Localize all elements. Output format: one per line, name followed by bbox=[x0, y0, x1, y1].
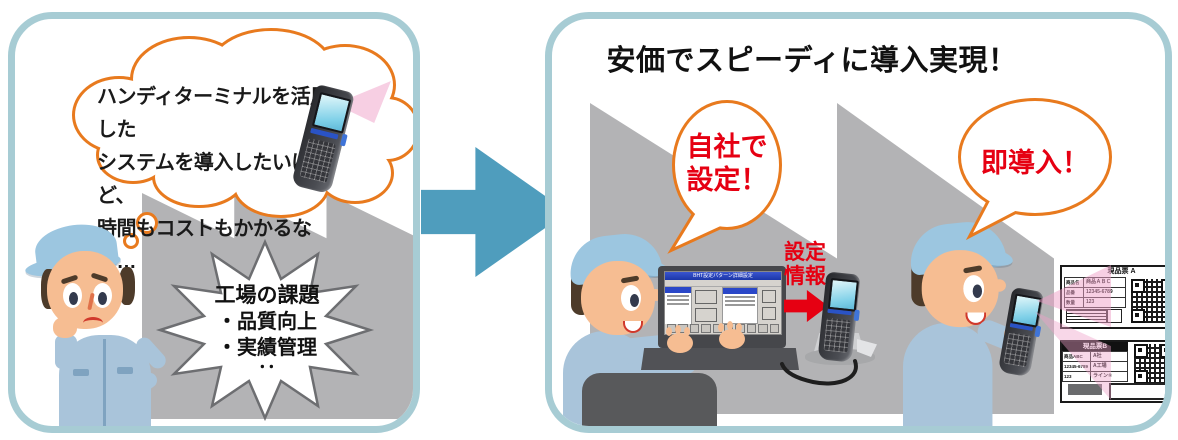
ticket-b-title: 現品票B bbox=[1062, 342, 1128, 351]
usb-cable bbox=[780, 359, 858, 386]
laptop-keyboard bbox=[641, 348, 799, 370]
frown-mouth bbox=[83, 317, 103, 329]
eye bbox=[63, 283, 82, 308]
config-info-line: 設定 bbox=[784, 241, 826, 264]
ticket-cell: ライン① bbox=[1093, 373, 1113, 379]
starburst-ellipsis: ： bbox=[257, 362, 277, 380]
bubble-line: 設定！ bbox=[686, 165, 768, 195]
pocket bbox=[73, 369, 89, 376]
ticket-cell: 12345-6789 bbox=[1086, 289, 1113, 295]
starburst-text: 工場の課題 ・品質向上 ・実績管理 ： bbox=[167, 283, 367, 381]
finger bbox=[736, 323, 742, 332]
hand bbox=[667, 333, 693, 353]
finger bbox=[727, 321, 733, 330]
ticket-cell: 商品ABC bbox=[1063, 352, 1091, 361]
ticket-cell: 品番 bbox=[1065, 288, 1084, 297]
finger bbox=[666, 327, 672, 336]
app-panel-far bbox=[758, 287, 781, 324]
thought-line: ハンディターミナルを活用した bbox=[97, 86, 330, 141]
finger bbox=[684, 327, 690, 336]
gray-block bbox=[1068, 384, 1102, 395]
app-content bbox=[665, 287, 781, 324]
app-menubar bbox=[665, 280, 781, 287]
hand bbox=[719, 329, 745, 349]
panel-title: 安価でスピーディに導入実現！ bbox=[606, 45, 1018, 77]
ticket-cell: 123 bbox=[1086, 299, 1095, 305]
sleeve bbox=[55, 335, 77, 369]
empty-box bbox=[1109, 383, 1165, 400]
hair bbox=[119, 267, 135, 305]
qr-code-icon bbox=[1131, 279, 1165, 323]
zipper bbox=[103, 339, 106, 426]
barcode-quiet-zone bbox=[1106, 309, 1122, 323]
config-info-line: 情報 bbox=[784, 265, 826, 288]
cradle-foot bbox=[857, 339, 877, 357]
ticket-cell: 商品名 bbox=[1065, 278, 1084, 287]
starburst-item: ・品質向上 bbox=[217, 311, 317, 333]
bubble-self-setup-text: 自社で 設定！ bbox=[677, 131, 777, 197]
pocket bbox=[117, 367, 133, 374]
right-panel-after: 安価でスピーディに導入実現！ BHT設定パターン詳細設定 bbox=[545, 12, 1172, 433]
ticket-cell: 123 bbox=[1063, 372, 1091, 381]
starburst-shape bbox=[155, 238, 375, 422]
thought-text: ハンディターミナルを活用した システムを導入したいけど、 時間もコストもかかるな… bbox=[97, 81, 332, 279]
thought-line: システムを導入したいけど、 bbox=[97, 152, 311, 207]
eye bbox=[93, 283, 112, 308]
ticket-cell: 商品ＡＢＣ bbox=[1086, 279, 1112, 285]
thought-bubble bbox=[57, 27, 413, 249]
app-list-right bbox=[722, 287, 758, 324]
qr-code-icon bbox=[1134, 344, 1165, 384]
starburst-title: 工場の課題 bbox=[214, 284, 320, 307]
bubble-line: 自社で bbox=[686, 132, 768, 162]
ticket-cell: A社 bbox=[1093, 353, 1102, 359]
app-titlebar: BHT設定パターン詳細設定 bbox=[665, 272, 781, 280]
app-list-left bbox=[665, 287, 692, 324]
ticket-cell: A工場 bbox=[1093, 363, 1107, 369]
chair bbox=[582, 373, 717, 426]
ticket-cell: 12345-6789 bbox=[1063, 362, 1091, 371]
config-info-label: 設定 情報 bbox=[777, 241, 833, 289]
left-panel-before: 工場の課題 ・品質向上 ・実績管理 ： ハンディターミナルを活用した bbox=[8, 12, 420, 433]
app-panel-mid bbox=[692, 287, 722, 324]
ticket-a-title: 現品票 A bbox=[1107, 268, 1136, 275]
bubble-instant-text: 即導入！ bbox=[981, 148, 1089, 178]
worried-worker bbox=[24, 219, 185, 426]
ticket-cell: 数量 bbox=[1065, 298, 1084, 307]
finger bbox=[718, 323, 724, 332]
finger bbox=[675, 325, 681, 334]
hand-on-chin bbox=[53, 317, 77, 338]
starburst-item: ・実績管理 bbox=[217, 337, 317, 359]
barcode-icon bbox=[1066, 309, 1108, 323]
